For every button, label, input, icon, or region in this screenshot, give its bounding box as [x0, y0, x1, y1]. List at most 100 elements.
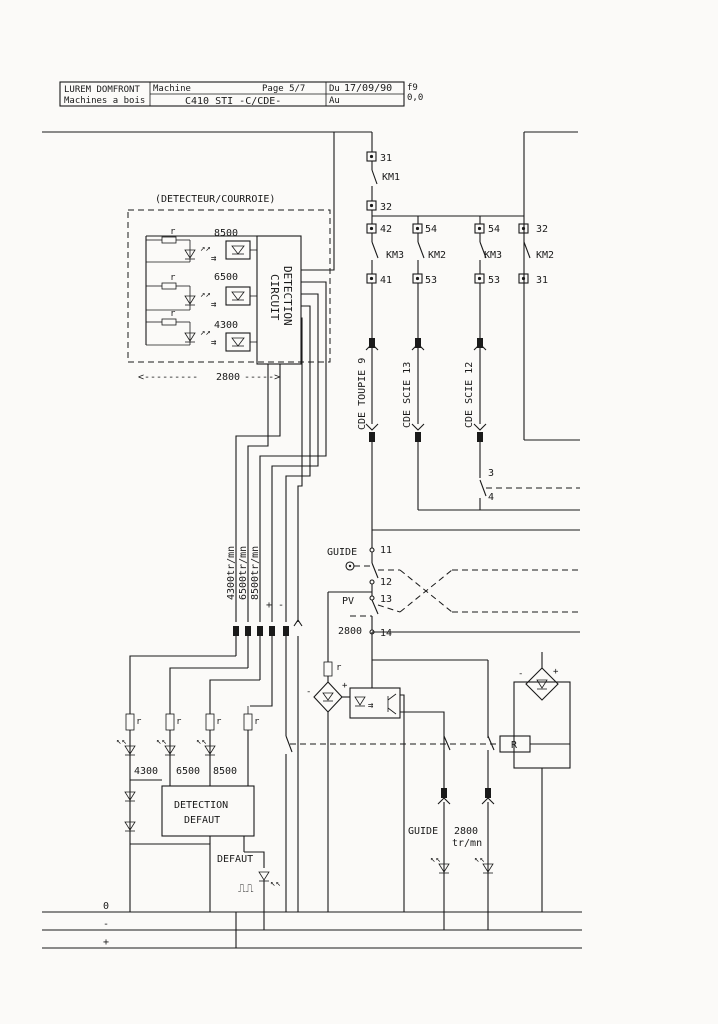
resistor-mark: r	[170, 309, 176, 319]
title-block: LUREM DOMFRONT Machines a bois Machine P…	[59, 81, 423, 107]
terminal-label: 32	[536, 224, 548, 235]
terminal-label: 32	[380, 202, 392, 213]
fault-detection-block	[161, 785, 255, 837]
km3-label: KM3	[386, 250, 404, 261]
command-label: CDE SCIE 12	[464, 362, 475, 428]
led-emission-icon: ↖↖	[270, 879, 281, 889]
detector-span-arrow: <---------	[138, 372, 198, 383]
safety-chain: 11 GUIDE 12 13 PV 14 2800	[327, 442, 580, 662]
connector-label: 4300tr/mn	[226, 546, 237, 600]
speed-led-unit: tr/mn	[452, 838, 482, 849]
guide-led-label: GUIDE	[408, 826, 438, 837]
km3-label: KM3	[484, 250, 502, 261]
resistor-mark: r	[254, 717, 260, 727]
detector-cable: 4300tr/mn 6500tr/mn 8500tr/mn + -	[226, 132, 335, 912]
detector-span: 2800	[216, 372, 240, 383]
terminal-label: 41	[380, 275, 392, 286]
optocoupler	[225, 286, 251, 306]
machine-label: Machine	[153, 84, 191, 94]
company-name: LUREM DOMFRONT	[64, 85, 140, 95]
connector-label: +	[266, 600, 272, 611]
pulse-signal-icon: ⎍⎍	[238, 882, 254, 895]
bridge-plus: +	[553, 667, 559, 677]
fault-block-label: DETECTION	[174, 800, 228, 811]
terminal-label: 12	[380, 577, 392, 588]
relay-section: r - + ⇉ R - +	[285, 632, 571, 930]
branch-contacts: 42 KM3 41 54 KM2 53 54 KM3 53 32 KM2 31	[366, 216, 554, 286]
folio-number: f9	[407, 83, 418, 93]
date-to-label: Au	[329, 96, 340, 106]
level-label: 4300	[134, 766, 158, 777]
light-emission-icon: ↗↗	[200, 328, 211, 338]
top-feed	[42, 131, 580, 441]
speed-label: 8500	[214, 228, 238, 239]
rail-label: -	[103, 919, 109, 930]
command-label: CDE TOUPIE 9	[357, 358, 368, 430]
fault-block-label: DEFAUT	[184, 815, 220, 826]
pv-label: PV	[342, 596, 354, 607]
bridge-minus: -	[518, 669, 523, 679]
command-connectors: CDE TOUPIE 9 CDE SCIE 13 CDE SCIE 12 3 4	[357, 283, 580, 511]
km1-contact-stack: 31 KM1 32	[366, 132, 524, 217]
terminal-label: 53	[488, 275, 500, 286]
terminal-label: 53	[425, 275, 437, 286]
optocoupler	[225, 240, 251, 260]
wire-number: 4	[488, 492, 494, 503]
rectifier-bridge	[525, 667, 559, 701]
detector-span-arrow: ----->	[244, 372, 280, 383]
km2-label: KM2	[536, 250, 554, 261]
connector-label: 8500tr/mn	[250, 546, 261, 600]
led-emission-icon: ↖↖	[430, 855, 441, 865]
light-transmission-icon: ⇉	[368, 701, 374, 711]
optocoupler	[225, 332, 251, 352]
rail-label: +	[103, 937, 109, 948]
speed-led-label: 2800	[454, 826, 478, 837]
speed-label: 4300	[214, 320, 238, 331]
terminal-label: 11	[380, 545, 392, 556]
terminal-label: 42	[380, 224, 392, 235]
level-label: 6500	[176, 766, 200, 777]
led-emission-icon: ↖↖	[474, 855, 485, 865]
light-reception-icon: ⇉	[211, 338, 217, 348]
light-reception-icon: ⇉	[211, 300, 217, 310]
level-label: 8500	[213, 766, 237, 777]
belt-detector: (DETECTEUR/COURROIE) CIRCUIT DETECTION 8…	[127, 194, 331, 383]
detector-title: (DETECTEUR/COURROIE)	[155, 194, 275, 205]
led-emission-icon: ↖↖	[156, 737, 167, 747]
resistor-mark: r	[170, 273, 176, 283]
detection-circuit	[256, 235, 302, 365]
fault-led-label: DEFAUT	[217, 854, 253, 865]
light-emission-icon: ↗↗	[200, 290, 211, 300]
opto-relay	[349, 687, 401, 719]
terminal-label: 31	[536, 275, 548, 286]
sensor-row: 6500 r ↗↗ ⇉	[146, 272, 257, 311]
indicator-section: r r r r ↖↖ ↖↖ ↖↖ 4300 6500 8500	[116, 655, 281, 930]
power-rails: 0 - +	[42, 901, 582, 949]
command-label: CDE SCIE 13	[402, 362, 413, 428]
light-emission-icon: ↗↗	[200, 244, 211, 254]
page-number: Page 5/7	[262, 84, 305, 94]
connector-label: 6500tr/mn	[238, 546, 249, 600]
light-reception-icon: ⇉	[211, 254, 217, 264]
speed-2800-label: 2800	[338, 626, 362, 637]
led-emission-icon: ↖↖	[196, 737, 207, 747]
connector-label: -	[278, 600, 284, 611]
rail-label: 0	[103, 901, 109, 912]
terminal-label: 13	[380, 594, 392, 605]
drawing-date: 17/09/90	[344, 83, 392, 94]
sensor-row: 4300 r ↗↗ ⇉	[146, 309, 257, 352]
guide-label: GUIDE	[327, 547, 357, 558]
km2-label: KM2	[428, 250, 446, 261]
resistor-mark: r	[336, 663, 342, 673]
terminal-label: 54	[425, 224, 437, 235]
rectifier-bridge	[313, 681, 343, 713]
date-from-label: Du	[329, 84, 340, 94]
bridge-plus: +	[342, 681, 348, 691]
resistor-mark: r	[176, 717, 182, 727]
revision-index: 0,0	[407, 93, 423, 103]
resistor-mark: r	[216, 717, 222, 727]
circuit-label: DETECTION	[281, 266, 294, 326]
speed-label: 6500	[214, 272, 238, 283]
terminal-label: 31	[380, 153, 392, 164]
